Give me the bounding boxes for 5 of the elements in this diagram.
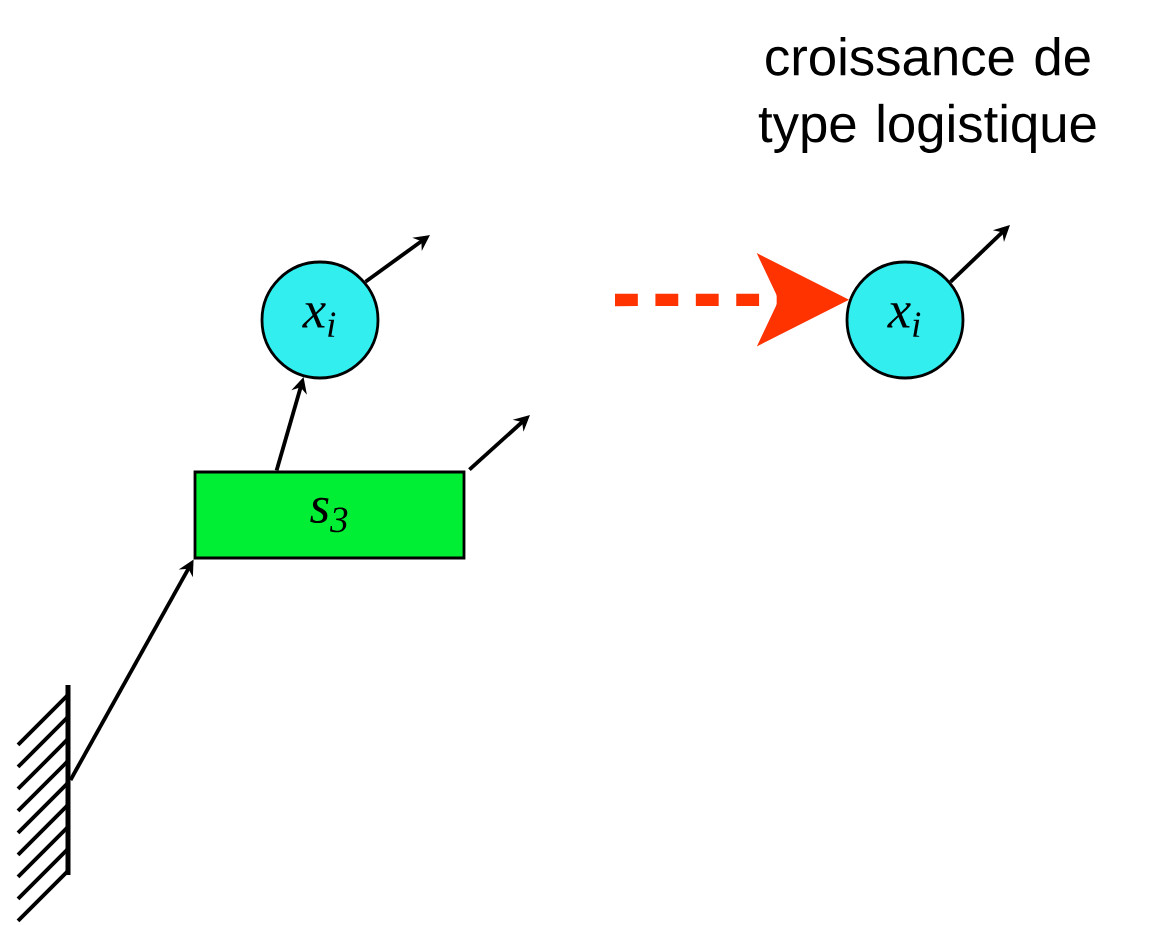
- arrow: [468, 415, 530, 472]
- process-box: s$_{3}$: [193, 470, 466, 560]
- heading: croissance de type logistique: [758, 37, 1096, 153]
- hatched-wall: [16, 685, 71, 923]
- arrow: [949, 225, 1010, 284]
